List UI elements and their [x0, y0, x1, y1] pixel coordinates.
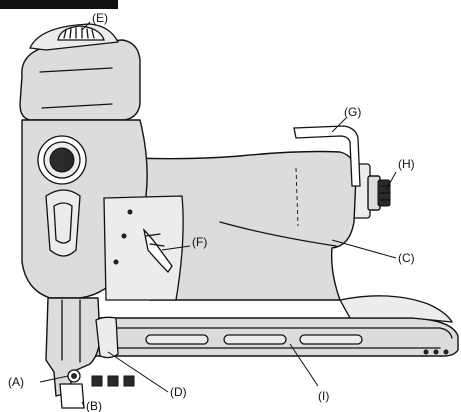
leader-e: [81, 21, 91, 31]
callout-a: (A): [8, 375, 24, 389]
magazine-rivet-1: [423, 349, 429, 355]
trigger: [142, 228, 173, 274]
nose-block-3: [123, 375, 135, 387]
nose-block-1: [91, 375, 103, 387]
leader-a: [39, 375, 69, 383]
leader-f: [161, 245, 191, 251]
leader-h: [385, 171, 397, 191]
front-window-inner: [53, 202, 73, 244]
callout-c: (C): [398, 251, 415, 265]
magazine-rivet-2: [433, 349, 439, 355]
callout-i: (I): [318, 389, 329, 403]
nose-guide-line: [61, 299, 81, 363]
magazine-slot-2: [223, 334, 287, 345]
side-plate: [103, 195, 184, 301]
side-screw-2: [121, 233, 127, 239]
leader-d: [107, 351, 169, 393]
magazine-rivet-3: [443, 349, 449, 355]
top-corner-strip: [0, 0, 118, 9]
callout-g: (G): [344, 105, 361, 119]
leader-i: [289, 343, 319, 387]
magazine: [67, 317, 459, 357]
side-screw-1: [127, 209, 133, 215]
callout-f: (F): [192, 235, 207, 249]
rear-grip-rail: [338, 295, 454, 323]
hanger-hook: [293, 125, 361, 187]
nose-block-2: [107, 375, 119, 387]
nose-latch: [95, 316, 119, 359]
handle-parting-line: [295, 167, 299, 227]
side-screw-3: [113, 259, 119, 265]
head-cap: [19, 39, 141, 121]
exhaust-deflector: [57, 25, 105, 41]
callout-d: (D): [170, 385, 187, 399]
callout-e: (E): [92, 11, 108, 25]
handle-grip-line: [219, 221, 337, 247]
front-window: [45, 189, 81, 257]
leader-g: [331, 117, 347, 133]
cylinder-port: [37, 135, 87, 185]
magazine-slot-1: [145, 334, 209, 345]
contact-arm: [59, 383, 85, 409]
leader-b: [81, 401, 85, 407]
depth-adjuster-center: [71, 373, 77, 379]
magazine-slot-3: [299, 334, 363, 345]
callout-b: (B): [86, 399, 102, 412]
cap-vent: [39, 67, 113, 109]
callout-h: (H): [398, 157, 415, 171]
leader-c: [331, 239, 397, 259]
